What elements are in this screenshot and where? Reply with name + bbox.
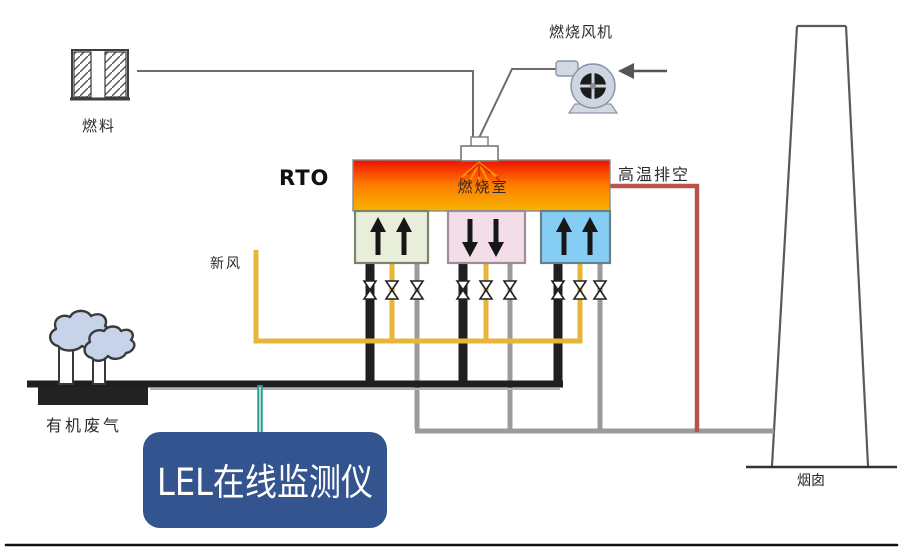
valve-icon [573, 280, 587, 300]
fuel-label: 燃料 [82, 117, 116, 135]
combustion-chamber-label: 燃烧室 [457, 178, 508, 196]
chimney-icon [746, 24, 897, 469]
fan-outlet-pipe [477, 68, 560, 141]
rto-label: RTO [279, 166, 329, 190]
valve-icon [503, 280, 517, 300]
fan-inlet-arrow [618, 63, 667, 79]
high-temp-exhaust-pipe [610, 183, 700, 432]
combustion-fan-label: 燃烧风机 [549, 23, 613, 41]
factory-block [38, 387, 148, 405]
chimney-label: 烟囱 [797, 473, 825, 489]
smoke-cloud-icon [83, 325, 136, 362]
combustion-fan-icon [555, 60, 619, 114]
regenerator-bed-left [353, 209, 430, 265]
valve-icon [593, 280, 607, 300]
burner-icon [460, 136, 499, 162]
fresh-air-main [253, 250, 583, 344]
fuel-pipe [137, 70, 474, 140]
fuel-symbol [70, 49, 130, 101]
regenerator-bed-right [539, 209, 612, 265]
high-temp-exhaust-label: 高温排空 [618, 165, 690, 184]
lel-monitor-box [143, 432, 387, 528]
valve-icon [385, 280, 399, 300]
flame-icon [460, 161, 499, 187]
factory-icon [38, 309, 148, 405]
fresh-air-label: 新风 [210, 256, 242, 272]
purified-gas-pipes [414, 263, 774, 434]
regenerator-bed-middle [446, 209, 527, 265]
valve-icon [410, 280, 424, 300]
lel-monitor-label: LEL在线监测仪 [157, 461, 373, 504]
valve-icon [479, 280, 493, 300]
fresh-air-pipes [253, 250, 583, 344]
organic-waste-gas-label: 有机废气 [46, 416, 122, 435]
